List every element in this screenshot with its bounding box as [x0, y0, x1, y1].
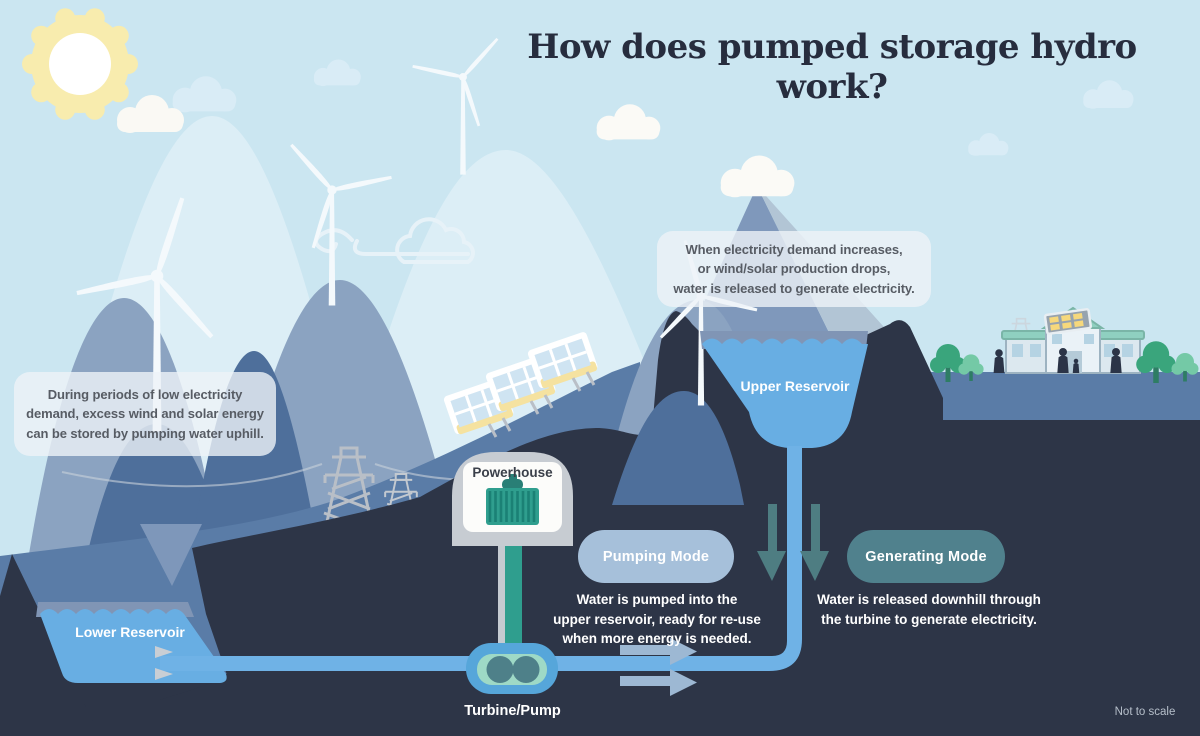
- powerhouse-icon: [452, 452, 573, 546]
- turbine-pump-label: Turbine/Pump: [464, 703, 561, 719]
- rooftop-solar-icon: [1043, 308, 1093, 335]
- wind-turbine-icon: [289, 125, 403, 306]
- pipe-inlet-marks: [155, 646, 173, 680]
- down-arrow-icon: [757, 504, 829, 581]
- house-icon: [1001, 306, 1145, 374]
- callout-high-demand: When electricity demand increases, or wi…: [657, 231, 931, 307]
- callout-low-demand: During periods of low electricity demand…: [14, 372, 276, 456]
- wind-turbine-icon: [74, 176, 251, 432]
- pumping-mode-description: Water is pumped into the upper reservoir…: [553, 592, 761, 647]
- generating-mode-description: Water is released downhill through the t…: [817, 592, 1041, 627]
- turbine-icon: [466, 643, 558, 694]
- right-arrow-icon: [620, 638, 697, 696]
- dark-ground: [0, 311, 1200, 736]
- upper-reservoir-label: Upper Reservoir: [740, 378, 850, 394]
- valley-highlight: [140, 524, 202, 586]
- lower-reservoir-label: Lower Reservoir: [75, 624, 185, 640]
- pumping-mode-badge: Pumping Mode: [578, 530, 734, 583]
- upper-reservoir-water: [700, 331, 868, 448]
- generating-mode-badge: Generating Mode: [847, 530, 1005, 583]
- wind-turbine-icon: [411, 8, 532, 175]
- not-to-scale-note: Not to scale: [1114, 706, 1176, 718]
- sun-icon: [22, 8, 138, 120]
- foreground-hill: [612, 391, 744, 505]
- powerhouse-pipes: [498, 546, 522, 650]
- powerhouse-label: Powerhouse: [472, 465, 553, 480]
- generator-icon: [486, 474, 539, 525]
- page-title: How does pumped storage hydro work?: [527, 27, 1137, 107]
